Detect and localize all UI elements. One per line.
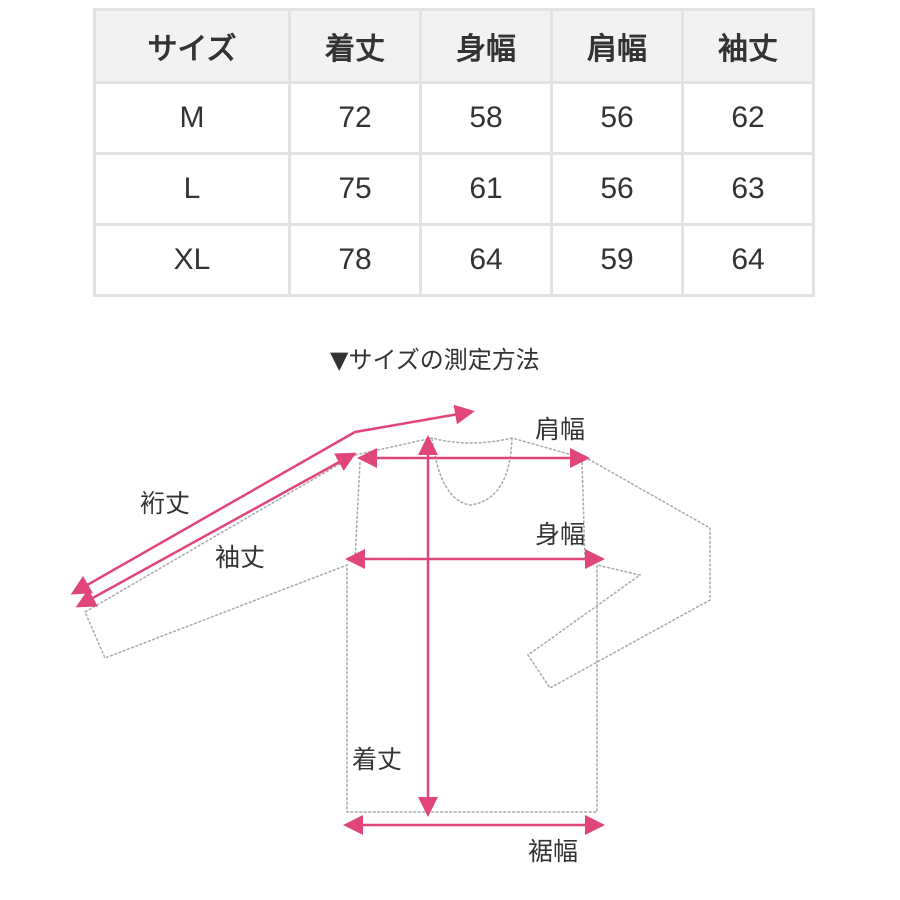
sleeve-arrow (75, 452, 357, 608)
label-hem-width: 裾幅 (528, 837, 579, 866)
size-table: サイズ 着丈 身幅 肩幅 袖丈 M 72 58 56 62 L 75 61 56… (93, 8, 815, 297)
header-shoulder-width: 肩幅 (550, 8, 684, 84)
header-total-length: 着丈 (288, 8, 422, 84)
cell: 64 (419, 223, 553, 297)
cell: 58 (419, 81, 553, 155)
cell: 56 (550, 81, 684, 155)
shirt-measurement-diagram (70, 404, 711, 835)
cell: 59 (550, 223, 684, 297)
header-sleeve-length: 袖丈 (681, 8, 815, 84)
table-row: L 75 61 56 63 (93, 152, 815, 226)
cell-size: M (93, 81, 291, 155)
cell-size: L (93, 152, 291, 226)
label-sleeve-length: 袖丈 (215, 543, 266, 572)
header-size: サイズ (93, 8, 291, 84)
cell-size: XL (93, 223, 291, 297)
table-header-row: サイズ 着丈 身幅 肩幅 袖丈 (93, 8, 815, 84)
cell: 75 (288, 152, 422, 226)
table-row: M 72 58 56 62 (93, 81, 815, 155)
measurement-caption: ▼サイズの測定方法 (330, 346, 540, 374)
label-body-width: 身幅 (535, 520, 586, 549)
cell: 63 (681, 152, 815, 226)
cell: 62 (681, 81, 815, 155)
cell: 61 (419, 152, 553, 226)
yuki-arrow (70, 404, 475, 595)
label-yuki-length: 裄丈 (140, 489, 191, 518)
label-total-length: 着丈 (352, 745, 403, 774)
cell: 56 (550, 152, 684, 226)
cell: 64 (681, 223, 815, 297)
table-row: XL 78 64 59 64 (93, 223, 815, 297)
measurement-arrows (70, 404, 605, 835)
label-shoulder-width: 肩幅 (535, 415, 586, 444)
cell: 72 (288, 81, 422, 155)
cell: 78 (288, 223, 422, 297)
header-body-width: 身幅 (419, 8, 553, 84)
